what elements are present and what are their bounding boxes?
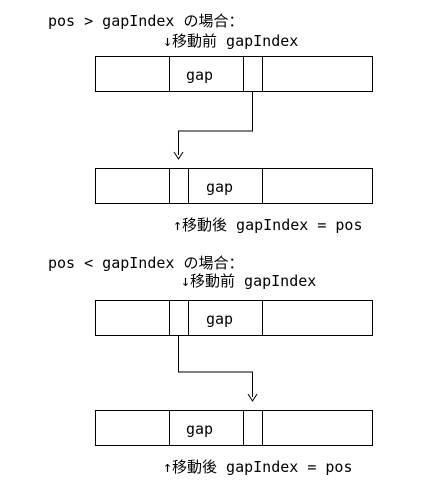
case2-after-gap-start (169, 411, 170, 445)
case2-buffer-before: gap (95, 300, 373, 336)
case2-after-gap-end (243, 411, 244, 445)
case2-buffer-after: gap (95, 410, 373, 446)
case1-before-gap-index-end (262, 57, 263, 91)
case1-after-gap-end (262, 169, 263, 203)
case2-after-gap-index-end (262, 411, 263, 445)
case1-before-gap-label: gap (186, 66, 214, 84)
case1-after-gap-label: gap (206, 178, 234, 196)
case2-before-gap-label: gap (206, 310, 234, 328)
case1-buffer-after: gap (95, 168, 373, 204)
case1-before-gap-end (243, 57, 244, 91)
case2-after-gap-label: gap (186, 420, 214, 438)
case1-heading: pos > gapIndex の場合： (48, 12, 244, 30)
case1-after-gap-start (188, 169, 189, 203)
case1-after-caption: ↑移動後 gapIndex = pos (173, 216, 363, 234)
case1-after-gap-index-start (169, 169, 170, 203)
case1-before-caption: ↓移動前 gapIndex (163, 32, 299, 50)
case2-before-gap-end (262, 301, 263, 335)
case2-before-caption: ↓移動前 gapIndex (181, 272, 317, 290)
case1-buffer-before: gap (95, 56, 373, 92)
case2-before-gap-start (188, 301, 189, 335)
case1-before-gap-start (169, 57, 170, 91)
case2-after-caption: ↑移動後 gapIndex = pos (163, 458, 353, 476)
case2-heading: pos < gapIndex の場合： (48, 254, 244, 272)
case2-before-gap-index-start (169, 301, 170, 335)
